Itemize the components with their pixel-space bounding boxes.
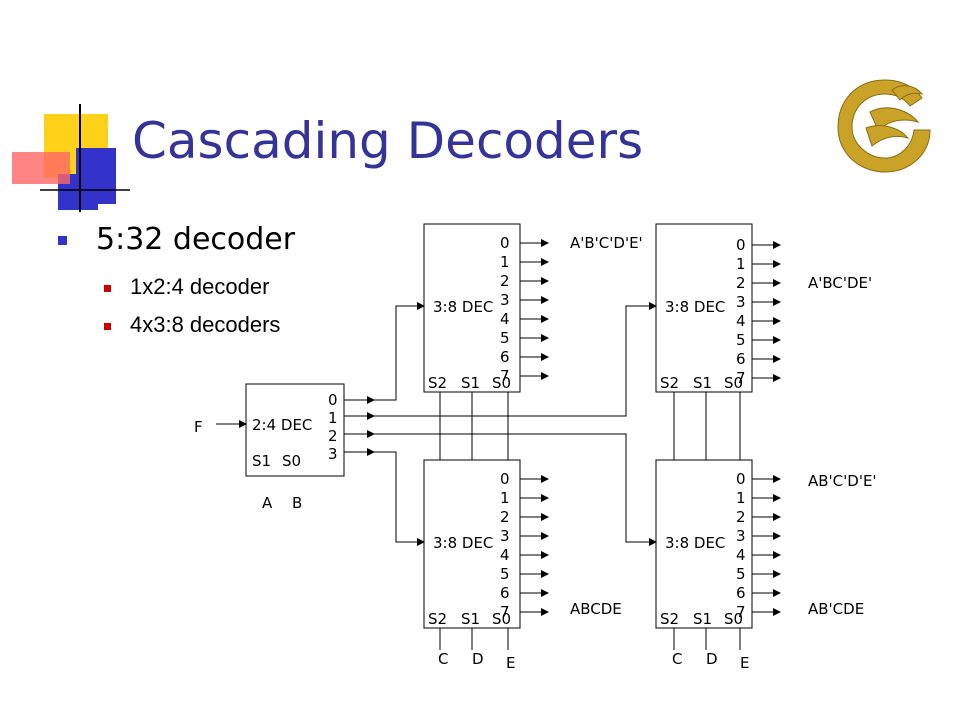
decoder-output-label: 4 — [736, 312, 746, 330]
select-input-label: A — [262, 494, 273, 512]
decoder-output-label: 5 — [736, 331, 746, 349]
enable-wire — [374, 302, 425, 401]
decoder-output-label: 2 — [500, 272, 510, 290]
select-input-label: C — [438, 650, 448, 668]
decoder-select-label: S1 — [693, 374, 712, 392]
decoder-select-label: S1 — [461, 374, 480, 392]
decoder-output-label: 2 — [500, 508, 510, 526]
sub-bullet-square-icon — [104, 285, 111, 292]
small-decoder-select: S1 — [252, 452, 271, 470]
small-decoder-output: 3 — [328, 445, 338, 463]
select-input-label: E — [740, 654, 749, 672]
decoder-output-label: 5 — [500, 565, 510, 583]
decoder-output-label: 7 — [500, 367, 510, 385]
decoder-box — [423, 223, 521, 393]
decoder-output-label: 4 — [500, 310, 510, 328]
decoder-box — [423, 459, 521, 629]
decoder-select-label: S2 — [428, 374, 447, 392]
decoder-output-label: 3 — [500, 527, 510, 545]
decoder-select-label: S0 — [492, 374, 511, 392]
sub-bullet-text: 1x2:4 decoder — [130, 274, 270, 299]
bullet-main: 5:32 decoder — [58, 222, 578, 266]
bullet-main-text: 5:32 decoder — [96, 222, 296, 257]
decoder-box — [655, 223, 753, 393]
decoder-box — [655, 459, 753, 629]
select-input-label: D — [706, 650, 718, 668]
small-decoder-select: S0 — [282, 452, 301, 470]
decoder-output-label: 2 — [736, 274, 746, 292]
decoder-select-label: S1 — [461, 610, 480, 628]
decoder-select-label: S2 — [428, 610, 447, 628]
decoder-output-label: 4 — [500, 546, 510, 564]
decoder-output-label: 3 — [500, 291, 510, 309]
decoder-select-label: S0 — [492, 610, 511, 628]
decoder-output-label: 5 — [736, 565, 746, 583]
decoder-select-label: S2 — [660, 610, 679, 628]
slide-title: Cascading Decoders — [132, 112, 644, 170]
decoder-output-label: 0 — [736, 236, 746, 254]
decoder-output-label: 6 — [500, 584, 510, 602]
decoder-output-label: 7 — [736, 369, 746, 387]
minterm-label: A'BC'DE' — [808, 274, 872, 292]
decoder-output-label: 3 — [736, 293, 746, 311]
decoder-output-label: 0 — [500, 234, 510, 252]
decoder-select-label: S2 — [660, 374, 679, 392]
decoder-select-label: S0 — [724, 610, 743, 628]
decoder-output-label: 6 — [500, 348, 510, 366]
bullet-square-icon — [58, 236, 67, 245]
minterm-label: A'B'C'D'E' — [570, 234, 643, 252]
decoder-select-label: S1 — [693, 610, 712, 628]
sub-bullet: 4x3:8 decoders — [104, 312, 504, 342]
select-input-label: E — [506, 654, 515, 672]
small-decoder-output: 0 — [328, 391, 338, 409]
decoder-output-label: 6 — [736, 584, 746, 602]
enable-wire — [374, 451, 425, 546]
enable-wire — [374, 433, 657, 546]
small-decoder-box — [245, 383, 345, 477]
minterm-label: ABCDE — [570, 600, 622, 618]
decoder-label: 3:8 DEC — [433, 298, 493, 316]
decorative-squares — [12, 104, 130, 212]
decoder-output-label: 1 — [736, 489, 746, 507]
enable-wire — [374, 302, 657, 417]
decoder-output-label: 2 — [736, 508, 746, 526]
decoder-output-label: 3 — [736, 527, 746, 545]
sub-bullet-square-icon — [104, 323, 111, 330]
decoder-output-label: 6 — [736, 350, 746, 368]
select-input-label: C — [672, 650, 682, 668]
decoder-output-label: 0 — [736, 470, 746, 488]
decoder-label: 3:8 DEC — [433, 534, 493, 552]
minterm-label: AB'CDE — [808, 600, 864, 618]
sub-bullet-text: 4x3:8 decoders — [130, 312, 281, 337]
decoder-label: 3:8 DEC — [665, 534, 725, 552]
decoder-output-label: 1 — [500, 489, 510, 507]
decoder-output-label: 0 — [500, 470, 510, 488]
university-logo — [837, 79, 931, 173]
decoder-output-label: 4 — [736, 546, 746, 564]
small-decoder-output: 1 — [328, 409, 338, 427]
decoder-output-label: 7 — [736, 603, 746, 621]
enable-input-label: F — [194, 418, 203, 436]
decoder-label: 3:8 DEC — [665, 298, 725, 316]
sub-bullet: 1x2:4 decoder — [104, 274, 504, 304]
small-decoder-label: 2:4 DEC — [252, 416, 312, 434]
decoder-output-label: 1 — [500, 253, 510, 271]
decoder-output-label: 5 — [500, 329, 510, 347]
small-decoder-output: 2 — [328, 427, 338, 445]
select-input-label: D — [472, 650, 484, 668]
decoder-output-label: 1 — [736, 255, 746, 273]
decoder-output-label: 7 — [500, 603, 510, 621]
decoder-select-label: S0 — [724, 374, 743, 392]
minterm-label: AB'C'D'E' — [808, 472, 877, 490]
select-input-label: B — [292, 494, 302, 512]
